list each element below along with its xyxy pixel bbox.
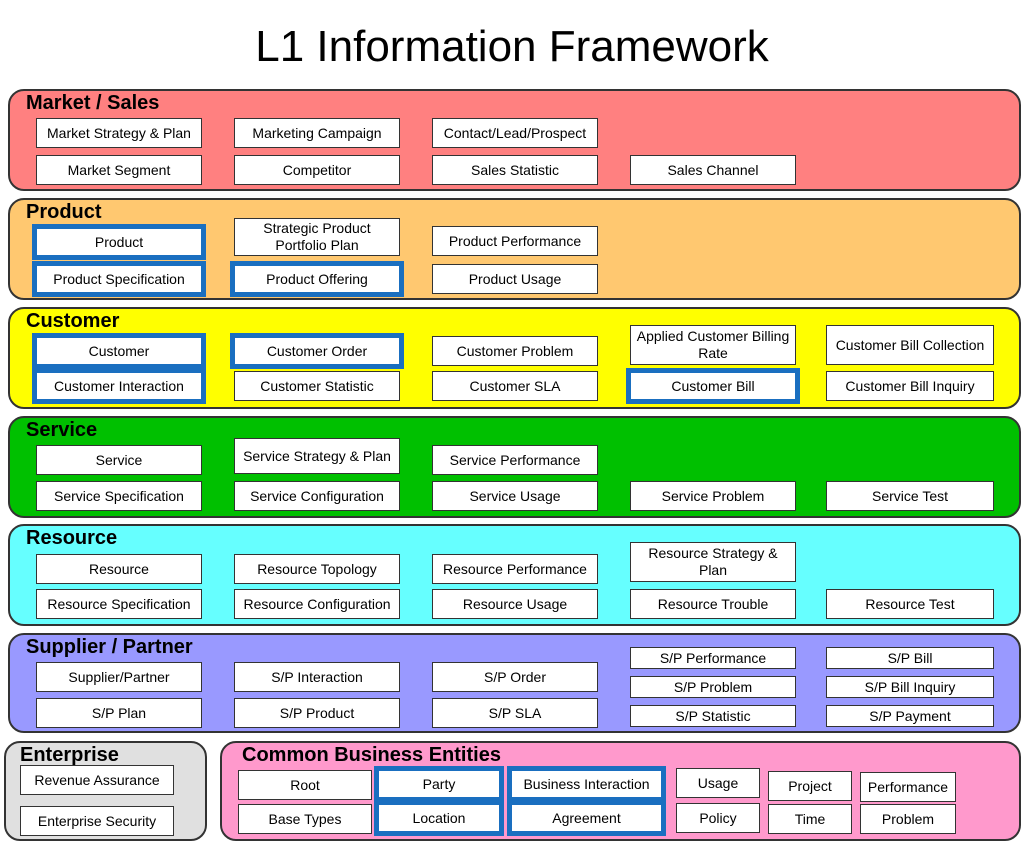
entity-resource-configuration[interactable]: Resource Configuration: [234, 589, 400, 619]
entity-problem[interactable]: Problem: [860, 804, 956, 834]
entity-contact-lead-prospect[interactable]: Contact/Lead/Prospect: [432, 118, 598, 148]
entity-customer[interactable]: Customer: [32, 333, 206, 369]
entity-market-strategy-plan[interactable]: Market Strategy & Plan: [36, 118, 202, 148]
entity-service-test[interactable]: Service Test: [826, 481, 994, 511]
domain-label-market-sales: Market / Sales: [26, 92, 160, 114]
entity-service-strategy-plan[interactable]: Service Strategy & Plan: [234, 438, 400, 474]
entity-service-configuration[interactable]: Service Configuration: [234, 481, 400, 511]
entity-sp-payment[interactable]: S/P Payment: [826, 705, 994, 727]
entity-sp-sla[interactable]: S/P SLA: [432, 698, 598, 728]
entity-sp-order[interactable]: S/P Order: [432, 662, 598, 692]
domain-label-service: Service: [26, 419, 98, 441]
entity-product[interactable]: Product: [32, 224, 206, 260]
entity-sales-channel[interactable]: Sales Channel: [630, 155, 796, 185]
entity-market-segment[interactable]: Market Segment: [36, 155, 202, 185]
entity-supplier-partner[interactable]: Supplier/Partner: [36, 662, 202, 692]
entity-resource-strategy-plan[interactable]: Resource Strategy & Plan: [630, 542, 796, 582]
entity-customer-bill[interactable]: Customer Bill: [626, 368, 800, 404]
entity-sp-interaction[interactable]: S/P Interaction: [234, 662, 400, 692]
entity-service-performance[interactable]: Service Performance: [432, 445, 598, 475]
entity-service-usage[interactable]: Service Usage: [432, 481, 598, 511]
entity-customer-sla[interactable]: Customer SLA: [432, 371, 598, 401]
domain-label-common-business-entities: Common Business Entities: [242, 744, 501, 766]
entity-usage[interactable]: Usage: [676, 768, 760, 798]
entity-base-types[interactable]: Base Types: [238, 804, 372, 834]
domain-label-enterprise: Enterprise: [20, 744, 119, 766]
entity-resource-specification[interactable]: Resource Specification: [36, 589, 202, 619]
entity-marketing-campaign[interactable]: Marketing Campaign: [234, 118, 400, 148]
entity-product-offering[interactable]: Product Offering: [230, 261, 404, 297]
entity-customer-order[interactable]: Customer Order: [230, 333, 404, 369]
entity-competitor[interactable]: Competitor: [234, 155, 400, 185]
entity-sp-plan[interactable]: S/P Plan: [36, 698, 202, 728]
entity-sp-bill-inquiry[interactable]: S/P Bill Inquiry: [826, 676, 994, 698]
entity-sales-statistic[interactable]: Sales Statistic: [432, 155, 598, 185]
domain-label-supplier-partner: Supplier / Partner: [26, 636, 193, 658]
entity-service-problem[interactable]: Service Problem: [630, 481, 796, 511]
entity-service-specification[interactable]: Service Specification: [36, 481, 202, 511]
entity-sp-bill[interactable]: S/P Bill: [826, 647, 994, 669]
entity-service[interactable]: Service: [36, 445, 202, 475]
entity-strategic-product-portfolio-plan[interactable]: Strategic Product Portfolio Plan: [234, 218, 400, 256]
entity-location[interactable]: Location: [374, 800, 504, 836]
entity-product-specification[interactable]: Product Specification: [32, 261, 206, 297]
entity-resource-trouble[interactable]: Resource Trouble: [630, 589, 796, 619]
entity-customer-bill-inquiry[interactable]: Customer Bill Inquiry: [826, 371, 994, 401]
entity-resource-usage[interactable]: Resource Usage: [432, 589, 598, 619]
entity-sp-product[interactable]: S/P Product: [234, 698, 400, 728]
entity-time[interactable]: Time: [768, 804, 852, 834]
entity-resource-topology[interactable]: Resource Topology: [234, 554, 400, 584]
entity-sp-problem[interactable]: S/P Problem: [630, 676, 796, 698]
entity-customer-interaction[interactable]: Customer Interaction: [32, 368, 206, 404]
entity-revenue-assurance[interactable]: Revenue Assurance: [20, 765, 174, 795]
entity-party[interactable]: Party: [374, 766, 504, 802]
page-title: L1 Information Framework: [255, 22, 769, 71]
entity-customer-problem[interactable]: Customer Problem: [432, 336, 598, 366]
entity-policy[interactable]: Policy: [676, 803, 760, 833]
entity-performance[interactable]: Performance: [860, 772, 956, 802]
domain-label-customer: Customer: [26, 310, 120, 332]
entity-customer-bill-collection[interactable]: Customer Bill Collection: [826, 325, 994, 365]
entity-resource-performance[interactable]: Resource Performance: [432, 554, 598, 584]
entity-sp-statistic[interactable]: S/P Statistic: [630, 705, 796, 727]
entity-resource[interactable]: Resource: [36, 554, 202, 584]
entity-business-interaction[interactable]: Business Interaction: [507, 766, 666, 802]
entity-applied-customer-billing-rate[interactable]: Applied Customer Billing Rate: [630, 325, 796, 365]
entity-agreement[interactable]: Agreement: [507, 800, 666, 836]
entity-resource-test[interactable]: Resource Test: [826, 589, 994, 619]
entity-sp-performance[interactable]: S/P Performance: [630, 647, 796, 669]
entity-project[interactable]: Project: [768, 771, 852, 801]
entity-product-performance[interactable]: Product Performance: [432, 226, 598, 256]
domain-label-resource: Resource: [26, 527, 118, 549]
entity-enterprise-security[interactable]: Enterprise Security: [20, 806, 174, 836]
entity-product-usage[interactable]: Product Usage: [432, 264, 598, 294]
entity-root[interactable]: Root: [238, 770, 372, 800]
domain-label-product: Product: [26, 201, 102, 223]
entity-customer-statistic[interactable]: Customer Statistic: [234, 371, 400, 401]
